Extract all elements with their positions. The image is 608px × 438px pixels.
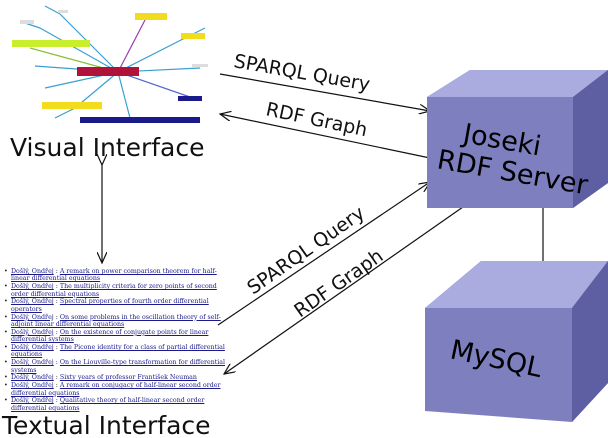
result-separator: : [53, 298, 60, 306]
result-title-link[interactable]: On the Liouville-type transformation for… [11, 359, 226, 374]
result-author-link[interactable]: Došlý, Ondřej [11, 382, 54, 390]
result-title-link[interactable]: A remark on power comparison theorem for… [11, 268, 217, 283]
mysql-box[interactable]: MySQL [425, 261, 608, 422]
graph-arrow-bottom [224, 192, 484, 374]
result-item: Došlý, Ondřej : A remark on conjugacy of… [4, 382, 226, 397]
result-separator: : [53, 397, 60, 405]
result-separator: : [53, 344, 60, 352]
result-title-link[interactable]: The Picone identity for a class of parti… [11, 344, 225, 359]
edge-label-rdf-graph-top: RDF Graph [264, 98, 369, 141]
graph-arrow-top [220, 114, 431, 159]
result-title-link[interactable]: Spectral properties of fourth order diff… [11, 298, 209, 313]
result-author-link[interactable]: Došlý, Ondřej [11, 313, 54, 321]
joseki-server-box[interactable]: Joseki RDF Server [427, 70, 608, 208]
result-author-link[interactable]: Došlý, Ondřej [11, 397, 54, 405]
result-item: Došlý, Ondřej : The Picone identity for … [4, 344, 226, 359]
result-separator: : [53, 359, 60, 367]
result-author-link[interactable]: Došlý, Ondřej [11, 359, 54, 367]
result-title-link[interactable]: The multiplicity criteria for zero point… [11, 283, 217, 298]
visual-interface-label: Visual Interface [10, 133, 205, 162]
result-separator: : [53, 313, 60, 321]
result-separator: : [53, 283, 60, 291]
result-title-link[interactable]: On some problems in the oscillation theo… [11, 313, 221, 329]
result-separator: : [53, 328, 60, 336]
textual-results-list: Došlý, Ondřej : A remark on power compar… [3, 268, 226, 413]
result-item: Došlý, Ondřej : The multiplicity criteri… [4, 283, 226, 298]
result-title-link[interactable]: A remark on conjugacy of half-linear sec… [11, 382, 221, 397]
result-author-link[interactable]: Došlý, Ondřej [11, 344, 54, 352]
query-arrow-top [219, 73, 430, 111]
result-separator: : [53, 268, 60, 275]
result-author-link[interactable]: Došlý, Ondřej [11, 283, 54, 291]
result-item: Došlý, Ondřej : On the Liouville-type tr… [4, 359, 226, 374]
query-arrow-bottom [217, 182, 430, 326]
result-author-link[interactable]: Došlý, Ondřej [11, 328, 54, 336]
result-author-link[interactable]: Došlý, Ondřej [11, 268, 54, 275]
result-separator: : [53, 374, 60, 382]
result-item: Došlý, Ondřej : On some problems in the … [4, 313, 226, 329]
result-author-link[interactable]: Došlý, Ondřej [11, 374, 54, 382]
result-item: Došlý, Ondřej : On the existence of conj… [4, 328, 226, 344]
result-title-link[interactable]: Sixty years of professor František Neuma… [59, 374, 197, 382]
result-item: Došlý, Ondřej : A remark on power compar… [4, 268, 226, 283]
result-item: Došlý, Ondřej : Spectral properties of f… [4, 298, 226, 313]
result-separator: : [53, 382, 60, 390]
result-item: Došlý, Ondřej : Qualitative theory of ha… [4, 397, 226, 412]
visual-interface-thumbnail[interactable] [12, 5, 208, 123]
textual-interface-label: Textual Interface [1, 411, 211, 438]
result-title-link[interactable]: Qualitative theory of half-linear second… [11, 397, 205, 412]
result-item: Došlý, Ondřej : Sixty years of professor… [4, 374, 226, 382]
result-author-link[interactable]: Došlý, Ondřej [11, 298, 54, 306]
result-title-link[interactable]: On the existence of conjugate points for… [11, 328, 209, 344]
